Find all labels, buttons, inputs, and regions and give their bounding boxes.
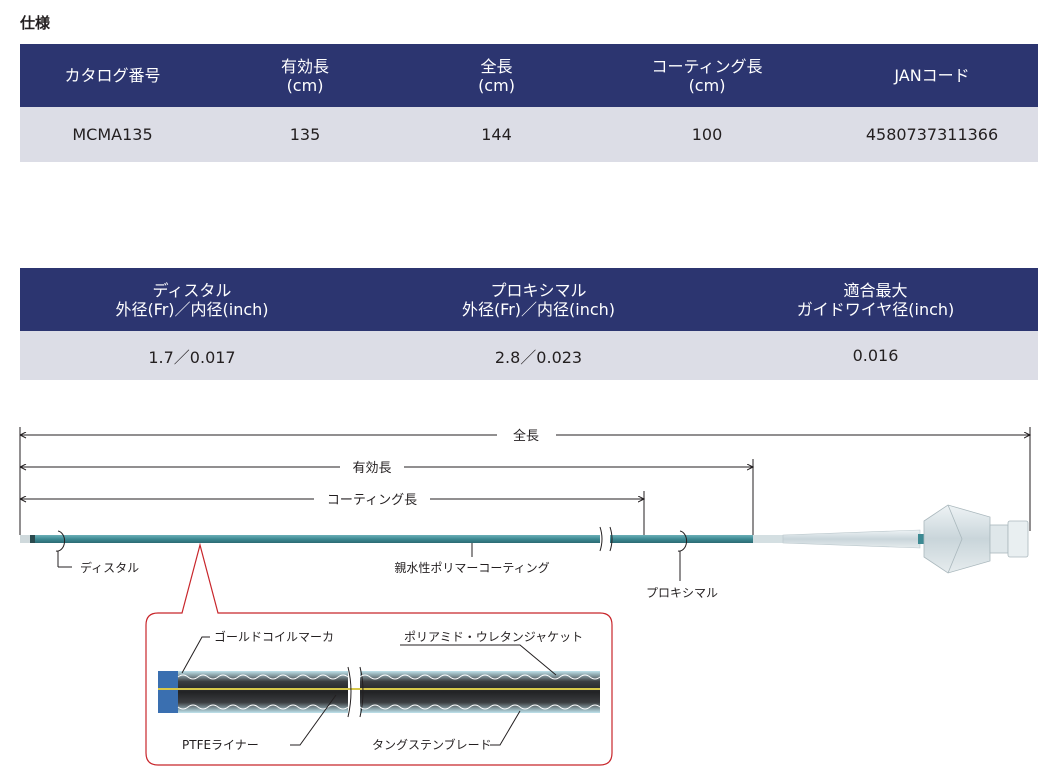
cell-proximal-diameter: 2.8／0.023 [364, 331, 713, 380]
catheter-diagram: 全長 有効長 コーティング長 ディスタル [19, 427, 1057, 766]
header-max-guidewire: 適合最大ガイドワイヤ径(inch) [713, 268, 1038, 331]
table-row: 1.7／0.017 2.8／0.023 0.016 [20, 331, 1038, 380]
header-total-length: 全長(cm) [405, 44, 588, 107]
spec-table: カタログ番号 有効長(cm) 全長(cm) コーティング長(cm) JANコード… [20, 44, 1038, 162]
cell-coating-length: 100 [588, 107, 826, 162]
cell-effective-length: 135 [205, 107, 405, 162]
header-coating-length: コーティング長(cm) [588, 44, 826, 107]
detail-callout: ゴールドコイルマーカ ポリアミド・ウレタンジャケット PTFEライナー タングス… [145, 542, 613, 766]
distal-label: ディスタル [80, 560, 139, 575]
header-effective-length: 有効長(cm) [205, 44, 405, 107]
catheter-shaft [20, 526, 783, 552]
dimension-total-label: 全長 [513, 428, 539, 444]
header-catalog-number: カタログ番号 [20, 44, 205, 107]
gold-marker-label: ゴールドコイルマーカ [214, 629, 334, 644]
table-row: MCMA135 135 144 100 4580737311366 [20, 107, 1038, 162]
dimension-total: 全長 [20, 427, 1030, 531]
dimension-coating-label: コーティング長 [327, 493, 417, 508]
catheter-hub [782, 504, 1029, 574]
proximal-callout: プロキシマル [646, 530, 718, 600]
diameter-table: ディスタル外径(Fr)／内径(inch) プロキシマル外径(Fr)／内径(inc… [20, 268, 1038, 380]
cell-max-guidewire: 0.016 [713, 331, 1038, 380]
ptfe-liner-label: PTFEライナー [182, 738, 259, 752]
header-proximal: プロキシマル外径(Fr)／内径(inch) [364, 268, 713, 331]
braid-label: タングステンブレード [372, 737, 492, 752]
header-jan-code: JANコード [826, 44, 1038, 107]
jacket-label: ポリアミド・ウレタンジャケット [404, 630, 583, 644]
dimension-effective-label: 有効長 [352, 461, 391, 476]
diameter-table-header-row: ディスタル外径(Fr)／内径(inch) プロキシマル外径(Fr)／内径(inc… [20, 268, 1038, 331]
coating-callout: 親水性ポリマーコーティング [394, 543, 550, 575]
dimension-effective: 有効長 [20, 459, 753, 539]
spec-title: 仕様 [20, 14, 51, 32]
cell-catalog-number: MCMA135 [20, 107, 205, 162]
header-distal: ディスタル外径(Fr)／内径(inch) [20, 268, 364, 331]
proximal-label: プロキシマル [646, 586, 718, 600]
cell-distal-diameter: 1.7／0.017 [20, 331, 364, 380]
distal-callout: ディスタル [55, 530, 139, 575]
dimension-coating: コーティング長 [20, 491, 644, 539]
cell-total-length: 144 [405, 107, 588, 162]
spec-table-header-row: カタログ番号 有効長(cm) 全長(cm) コーティング長(cm) JANコード [20, 44, 1038, 107]
cell-jan-code: 4580737311366 [826, 107, 1038, 162]
coating-label: 親水性ポリマーコーティング [394, 561, 549, 575]
cross-section-tube [158, 666, 601, 718]
